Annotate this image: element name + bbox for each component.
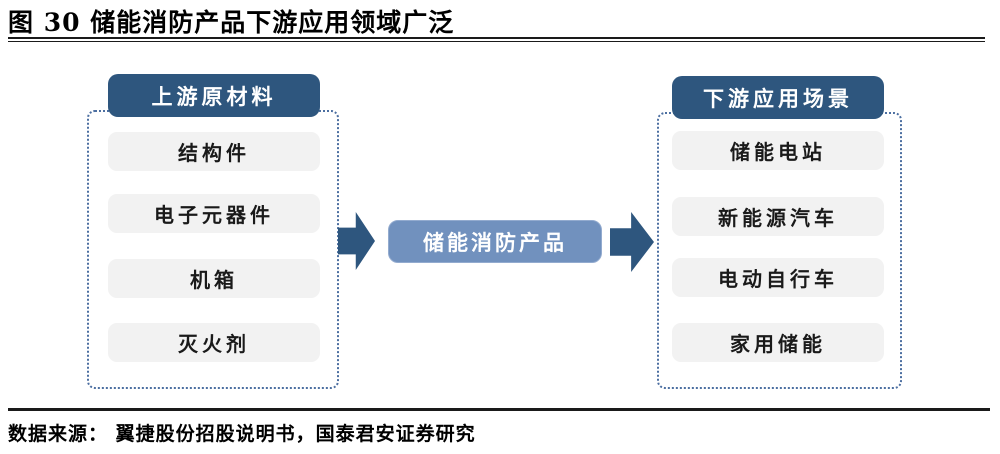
- upstream-panel-header: 上游原材料: [108, 74, 320, 117]
- downstream-item-nev: 新能源汽车: [672, 197, 884, 236]
- upstream-item-chassis: 机箱: [108, 259, 320, 298]
- downstream-item-ebike: 电动自行车: [672, 258, 884, 297]
- downstream-item-home-storage: 家用储能: [672, 323, 884, 362]
- upstream-item-extinguishing-agent: 灭火剂: [108, 323, 320, 362]
- figure-title: 图 30 储能消防产品下游应用领域广泛: [8, 8, 455, 37]
- upstream-item-electronic-components: 电子元器件: [108, 194, 320, 233]
- title-divider: [8, 37, 985, 42]
- flow-arrow-right-icon: [610, 212, 654, 272]
- upstream-item-structural-parts: 结构件: [108, 132, 320, 171]
- data-source-note: 数据来源： 翼捷股份招股说明书，国泰君安证券研究: [8, 423, 476, 445]
- bottom-divider: [8, 408, 990, 411]
- center-product-node: 储能消防产品: [388, 220, 602, 263]
- downstream-panel-header: 下游应用场景: [672, 76, 884, 119]
- downstream-item-storage-station: 储能电站: [672, 131, 884, 170]
- flow-arrow-left-icon: [338, 212, 375, 270]
